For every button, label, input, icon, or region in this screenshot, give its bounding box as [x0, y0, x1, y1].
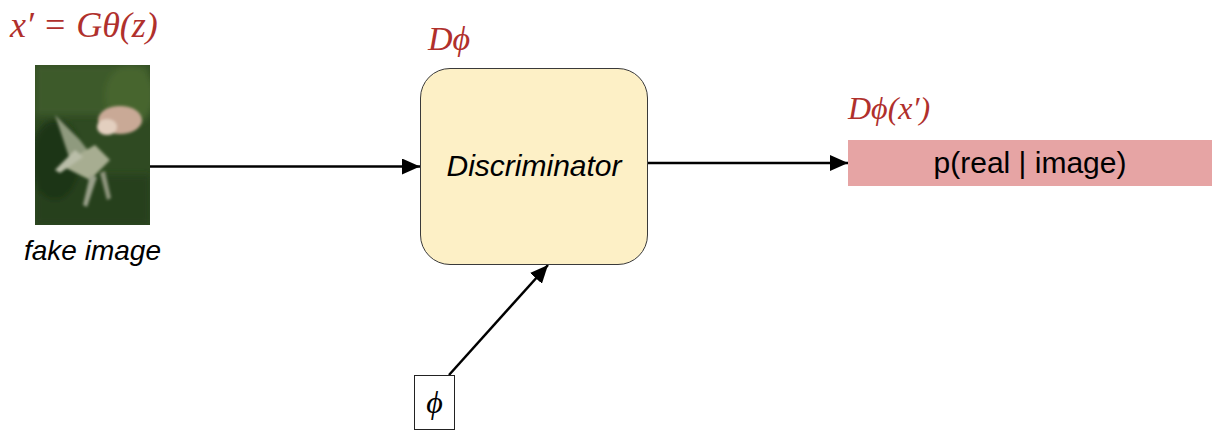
discriminator-box: Discriminator [420, 68, 648, 265]
arrow-connector [648, 162, 848, 165]
parameter-box: ϕ [414, 375, 455, 430]
image-frame: fake image [35, 65, 150, 225]
output-box: p(real | image) [848, 140, 1212, 186]
discriminator-symbol: Dϕ [428, 20, 470, 58]
caption-text: fake image [24, 235, 161, 267]
box-label: Discriminator [446, 149, 621, 184]
fake-image-picture [35, 65, 150, 225]
box-label: p(real | image) [934, 146, 1127, 181]
arrow-connector [449, 265, 548, 375]
output-formula: Dϕ(x′) [848, 90, 930, 127]
arrow-connector [150, 165, 420, 168]
generator-formula: x′ = Gθ(z) [10, 4, 158, 46]
box-label: ϕ [426, 384, 443, 421]
